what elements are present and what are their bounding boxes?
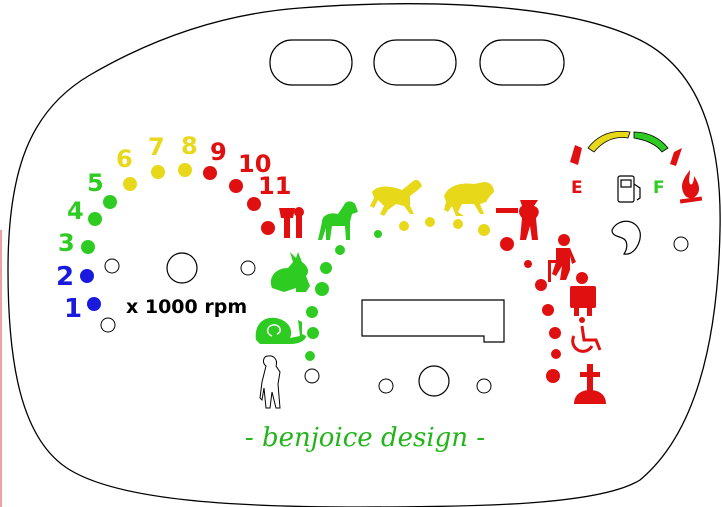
cheetah-icon [444,182,494,216]
hunter-with-gun-icon [496,200,539,240]
wheelchair-icon [571,317,602,353]
speed-dot [453,219,463,229]
tacho-dot [261,221,275,235]
speed-dot-outline [240,260,256,276]
fuel-pump-icon [617,175,641,203]
tacho-dot [81,240,95,254]
speed-dot [542,304,554,316]
tacho-dot [103,195,117,209]
wrench-icon [279,207,304,238]
tacho-number-11: 11 [258,172,291,200]
tacho-dot [178,163,192,177]
dog-icon [318,201,358,240]
rabbit-icon [270,252,310,292]
tacho-numbers: 1 2 3 4 5 6 7 8 9 10 11 [56,132,291,324]
speed-dot [478,224,490,236]
speed-dot [315,282,329,296]
horse-icon [370,179,422,216]
tacho-dot [229,179,243,193]
speed-dot [320,262,332,274]
fuel-full-label: F [653,178,665,198]
fuel-gauge: E F [570,131,703,255]
speed-dot [546,369,560,383]
speed-dot [306,306,318,318]
tacho-dot [87,297,101,311]
fuel-arc-empty [570,145,582,165]
fuel-small-hole [673,236,689,252]
speed-dot [524,260,532,268]
tacho-dot [247,197,261,211]
woman-standing-icon [259,355,281,409]
speed-dot [551,349,561,359]
tacho-dot [203,166,217,180]
speed-dot [304,368,320,384]
speed-dot [374,230,382,238]
indicator-hole-left [378,378,394,394]
tacho-number-9: 9 [210,138,227,166]
speed-dot [425,217,435,227]
tacho-number-2: 2 [56,262,74,292]
tacho-number-8: 8 [181,132,198,160]
top-slot-center [373,39,457,86]
speed-dot [500,237,514,251]
tacho-number-5: 5 [87,169,104,197]
speed-dot [335,245,345,255]
tacho-number-10: 10 [238,150,271,178]
speed-dot [535,279,547,291]
tacho-number-1: 1 [64,294,82,324]
fuel-empty-label: E [571,178,583,198]
tacho-number-6: 6 [116,145,133,173]
tacho-dot [123,177,137,191]
odometer-window [361,299,505,343]
tacho-needle-hole [166,252,198,284]
fire-icon [682,170,700,199]
tacho-dot-outline [100,317,116,333]
hospital-patient-icon [570,272,596,316]
old-man-with-cane-icon [548,234,576,282]
tacho-dot-outline [104,258,120,274]
speed-dot [399,221,409,231]
indicator-hole-right [476,378,492,394]
speed-dot [305,351,315,361]
snail-shell-spiral [266,324,281,337]
speed-dot [549,327,561,339]
fire-log [679,196,703,204]
tacho-dot [151,165,165,179]
tacho-number-4: 4 [67,197,84,225]
fuel-arc-tick [670,148,682,166]
fuel-arc-mid [587,131,631,153]
top-slot-right [479,39,565,86]
fuel-needle-hole [611,220,641,255]
top-slot-left [269,39,353,86]
tacho-unit-label: x 1000 rpm [126,296,247,318]
speed-scale [240,179,606,409]
speed-dot [307,327,319,339]
tacho-dot [80,269,94,283]
fuel-arc-full [633,131,669,153]
tacho-dot [88,212,102,226]
tacho-number-7: 7 [148,133,165,161]
speedo-needle-hole [418,365,450,397]
grave-cross-icon [574,364,606,404]
brand-text: - benjoice design - [245,423,485,453]
tacho-number-3: 3 [58,229,75,257]
tacho-dots [80,163,275,333]
